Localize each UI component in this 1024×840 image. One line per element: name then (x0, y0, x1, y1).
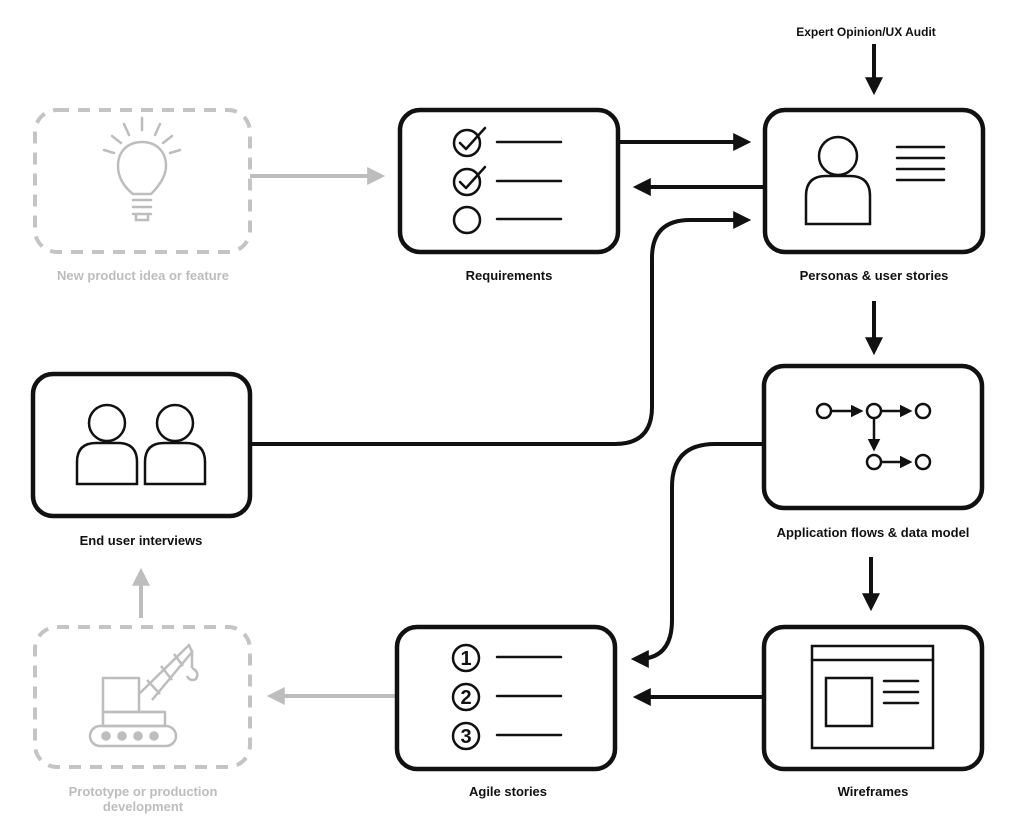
lightbulb-icon (102, 116, 182, 222)
node-prototype-label-line2: development (103, 799, 184, 814)
flow-graph-icon (815, 402, 932, 471)
node-prototype: Prototype or production development (33, 625, 252, 814)
check-circle-icon (452, 167, 482, 197)
node-personas-label: Personas & user stories (800, 268, 949, 283)
edge-interviews-to-personas (250, 211, 752, 446)
persona-card-icon (804, 135, 946, 226)
person-body-icon (75, 441, 139, 486)
node-idea: New product idea or feature (33, 108, 252, 283)
person-head-icon (155, 403, 195, 443)
node-wireframes: Wireframes (761, 624, 985, 799)
empty-circle-icon (452, 205, 482, 235)
person-body-icon (143, 441, 207, 486)
node-interviews-label: End user interviews (80, 533, 203, 548)
node-flows: Application flows & data model (761, 363, 985, 540)
agile-item-number: 1 (460, 648, 471, 670)
node-wireframes-label: Wireframes (838, 784, 909, 799)
agile-item-number: 3 (460, 726, 471, 748)
node-prototype-label-line1: Prototype or production (69, 784, 218, 799)
node-prototype-box (33, 625, 252, 769)
wireframe-window-icon (810, 644, 935, 750)
node-idea-label: New product idea or feature (57, 268, 229, 283)
two-users-icon (75, 403, 207, 486)
node-flows-label: Application flows & data model (777, 525, 970, 540)
node-requirements: Requirements (397, 107, 621, 283)
agile-item-number: 2 (460, 687, 471, 709)
node-requirements-label: Requirements (466, 268, 553, 283)
connectors (132, 44, 883, 706)
number-circle-icon (451, 682, 481, 712)
node-interviews-box (30, 371, 253, 519)
node-personas-box (762, 107, 986, 255)
check-circle-icon (452, 128, 482, 158)
node-agile-label: Agile stories (469, 784, 547, 799)
node-idea-box (33, 108, 252, 254)
person-head-icon (87, 403, 127, 443)
person-body-icon (804, 174, 872, 226)
numbered-list-icon: 1 2 3 (451, 643, 563, 751)
expert-opinion-label: Expert Opinion/UX Audit (796, 25, 936, 39)
edge-flows-to-agile (630, 442, 764, 668)
number-circle-icon (451, 721, 481, 751)
crane-icon (88, 643, 199, 748)
number-circle-icon (451, 643, 481, 673)
node-interviews: End user interviews (30, 371, 253, 548)
node-agile-box (394, 624, 618, 772)
node-personas: Personas & user stories (762, 107, 986, 283)
checklist-icon (452, 126, 563, 235)
node-agile: 1 2 3 Agile stories (394, 624, 618, 799)
